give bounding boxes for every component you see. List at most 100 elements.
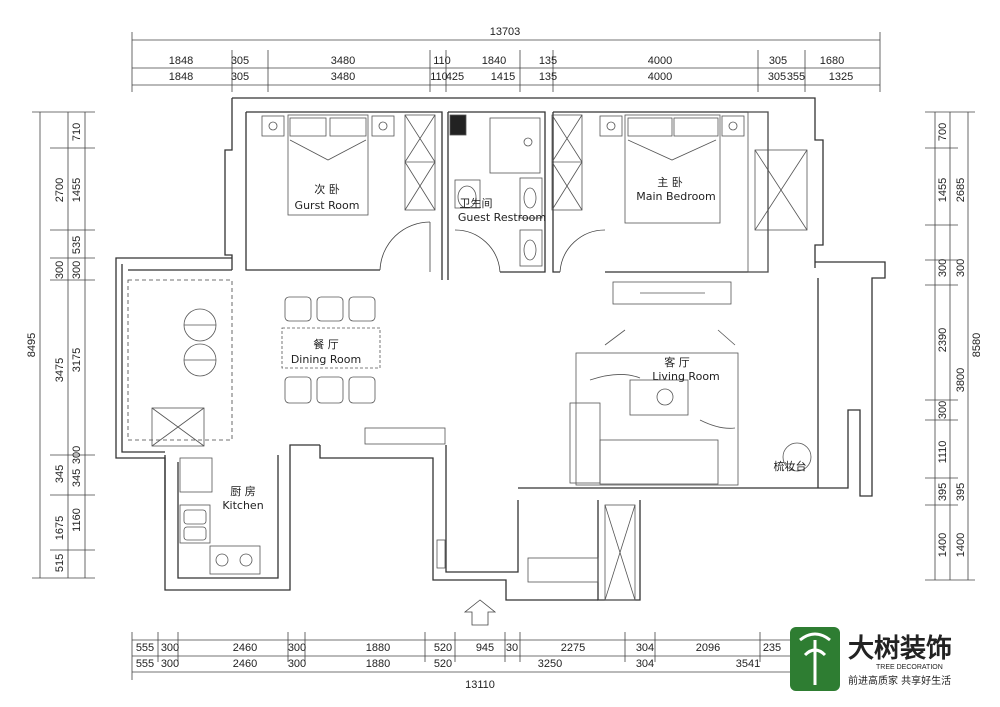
- dim-label: 2275: [561, 642, 585, 654]
- dim-label: 110: [430, 71, 448, 83]
- dim-label: 300: [71, 261, 83, 279]
- dim-label: 1880: [366, 642, 390, 654]
- dim-label: 535: [71, 236, 83, 254]
- dim-label: 135: [539, 55, 557, 67]
- dim-label: 3480: [331, 55, 355, 67]
- dim-label: 1840: [482, 55, 506, 67]
- dim-label: 3800: [955, 368, 967, 392]
- bottom-dimension-row2: 555 300 2460 300 1880 520 3250 304 3541: [136, 658, 760, 670]
- dim-label: 1400: [955, 533, 967, 557]
- right-dimension-lines: [925, 111, 975, 581]
- dim-label: 300: [937, 259, 949, 277]
- balcony-seats: [151, 308, 217, 447]
- dim-label: 1415: [491, 71, 515, 83]
- dim-label: 300: [161, 642, 179, 654]
- bottom-dimension-lines: [131, 632, 790, 680]
- door-swings: [379, 221, 606, 273]
- right-total-dimension: 8580: [971, 333, 983, 357]
- dim-label: 4000: [648, 55, 672, 67]
- dining-table-set: [281, 296, 381, 404]
- vanity-table: [782, 442, 812, 472]
- dim-label: 3480: [331, 71, 355, 83]
- dim-label: 135: [539, 71, 557, 83]
- dim-label: 515: [54, 554, 66, 572]
- dim-label: 300: [161, 658, 179, 670]
- dim-label: 1110: [937, 441, 949, 464]
- dim-label: 304: [636, 642, 654, 654]
- dim-label: 710: [71, 123, 83, 141]
- restroom-label-cn: 卫生间: [460, 196, 493, 210]
- lower-cabinets: [364, 427, 636, 601]
- dim-label: 300: [955, 259, 967, 277]
- dim-label: 1160: [71, 508, 83, 532]
- logo-name-en: TREE DECORATION: [876, 664, 943, 671]
- left-total-dimension: 8495: [26, 333, 38, 357]
- kitchen-label-en: Kitchen: [222, 499, 263, 512]
- dim-label: 1325: [829, 71, 853, 83]
- kitchen-fixtures: [179, 457, 261, 575]
- dim-label: 2685: [955, 178, 967, 202]
- dim-label: 1880: [366, 658, 390, 670]
- dim-label: 395: [955, 483, 967, 501]
- dim-label: 1400: [937, 533, 949, 557]
- dim-label: 300: [288, 642, 306, 654]
- top-dimension-row2: 1848 305 3480 110 425 1415 135 4000 305 …: [169, 71, 853, 83]
- dim-label: 1848: [169, 55, 193, 67]
- dim-label: 2096: [696, 642, 720, 654]
- dim-label: 2700: [54, 178, 66, 202]
- left-dimension-row1: 2700 300 3475 345 1675 515: [54, 178, 66, 572]
- dim-label: 520: [434, 658, 452, 670]
- dim-label: 425: [446, 71, 464, 83]
- bay-window-cabinet: [747, 111, 808, 273]
- bottom-dimension-row1: 555 300 2460 300 1880 520 945 30 2275 30…: [136, 642, 781, 654]
- top-dimension-lines: [131, 32, 881, 92]
- restroom-fixtures: [449, 114, 543, 267]
- top-dimension-row1: 1848 305 3480 110 1840 135 4000 305 1680: [169, 55, 844, 67]
- dim-label: 345: [54, 465, 66, 483]
- dim-label: 3475: [54, 358, 66, 382]
- dim-label: 1675: [54, 516, 66, 540]
- wardrobe-main-bedroom: [551, 114, 583, 211]
- right-dimension-row2: 2685 300 3800 395 1400: [955, 178, 967, 557]
- dim-label: 300: [288, 658, 306, 670]
- dim-label: 300: [54, 261, 66, 279]
- left-dimension-lines: [32, 111, 95, 579]
- dim-label: 1455: [937, 178, 949, 202]
- main-bedroom-label-cn: 主 卧: [657, 176, 683, 189]
- company-logo: 大树装饰 TREE DECORATION 前进高质家 共享好生活: [790, 627, 952, 691]
- dim-label: 520: [434, 642, 452, 654]
- dining-room-label-cn: 餐 厅: [313, 337, 339, 351]
- logo-name-cn: 大树装饰: [848, 634, 952, 664]
- wardrobe-second-bedroom: [404, 114, 436, 211]
- dim-label: 305: [231, 71, 249, 83]
- dim-label: 555: [136, 658, 154, 670]
- dim-label: 1455: [71, 178, 83, 202]
- dim-label: 345: [71, 469, 83, 487]
- second-bedroom-label-cn: 次 卧: [314, 182, 340, 196]
- dining-room-label-en: Dining Room: [291, 353, 361, 366]
- dim-label: 395: [937, 483, 949, 501]
- dim-label: 300: [937, 401, 949, 419]
- dim-label: 3175: [71, 348, 83, 372]
- main-bedroom-bed: [599, 114, 745, 224]
- dim-label: 305: [768, 71, 786, 83]
- entrance-arrow-icon: [463, 599, 497, 626]
- second-bedroom-bed: [261, 114, 395, 216]
- bottom-total-dimension: 13110: [465, 679, 495, 691]
- dim-label: 304: [636, 658, 654, 670]
- right-dimension-row1: 700 1455 300 2390 300 1110 395 1400: [937, 123, 949, 557]
- living-room-label-cn: 客 厅: [664, 355, 690, 369]
- dim-label: 3541: [736, 658, 760, 670]
- living-room-label-en: Living Room: [652, 370, 720, 383]
- dim-label: 305: [231, 55, 249, 67]
- second-bedroom-label-en: Gurst Room: [295, 199, 360, 212]
- restroom-label-en: Guest Restroom: [458, 211, 546, 224]
- dim-label: 4000: [648, 71, 672, 83]
- tv-cabinet: [604, 281, 736, 346]
- dim-label: 2460: [233, 658, 257, 670]
- kitchen-label-cn: 厨 房: [230, 485, 256, 498]
- dim-label: 1848: [169, 71, 193, 83]
- dim-label: 30: [506, 642, 518, 654]
- dim-label: 110: [433, 55, 451, 67]
